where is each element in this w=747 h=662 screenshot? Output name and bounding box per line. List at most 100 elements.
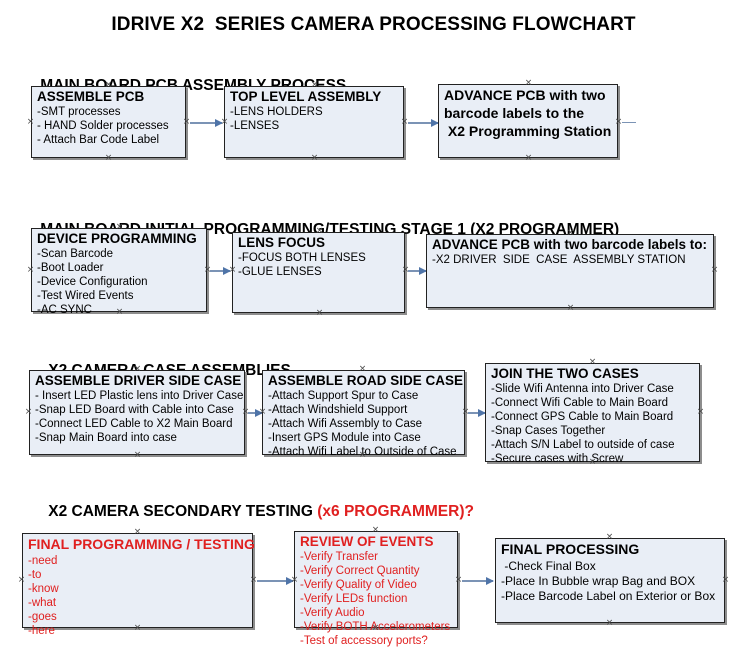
box-line-overflow: -Test of accessory ports? bbox=[300, 635, 428, 647]
box-line: -Attach S/N Label to outside of case bbox=[491, 439, 675, 451]
resize-handle-bottom[interactable] bbox=[358, 451, 367, 460]
connector-arrow-device-to-lensfocus bbox=[210, 266, 231, 275]
resize-handle-top[interactable] bbox=[524, 79, 533, 88]
box-line: -LENS HOLDERS bbox=[230, 106, 323, 118]
process-box-top-level-assembly[interactable]: TOP LEVEL ASSEMBLY -LENS HOLDERS -LENSES bbox=[224, 86, 404, 158]
resize-handle-bottom[interactable] bbox=[133, 451, 142, 460]
resize-handle-top[interactable] bbox=[605, 533, 614, 542]
box-line: -Check Final Box bbox=[501, 559, 596, 573]
resize-handle-bottom[interactable] bbox=[310, 154, 319, 163]
box-line: -Snap LED Board with Cable into Case bbox=[35, 404, 234, 416]
box-line: X2 Programming Station bbox=[444, 123, 612, 139]
process-box-device-programming[interactable]: DEVICE PROGRAMMING -Scan Barcode -Boot L… bbox=[31, 228, 207, 316]
box-line: -Attach Wifi Assembly to Case bbox=[268, 418, 423, 430]
resize-handle-left[interactable] bbox=[228, 266, 237, 275]
process-box-advance-pcb-driver-side-case[interactable]: ADVANCE PCB with two barcode labels to: … bbox=[426, 234, 714, 308]
box-line: -Insert GPS Module into Case bbox=[268, 432, 421, 444]
resize-handle-top[interactable] bbox=[358, 365, 367, 374]
resize-handle-left[interactable] bbox=[26, 266, 35, 275]
resize-handle-bottom[interactable] bbox=[524, 154, 533, 163]
box-line: -LENSES bbox=[230, 120, 280, 132]
box-title: LENS FOCUS bbox=[238, 235, 326, 250]
process-box-review-of-events[interactable]: REVIEW OF EVENTS -Verify Transfer -Verif… bbox=[294, 531, 458, 647]
box-line: -Verify LEDs function bbox=[300, 593, 408, 605]
box-line: -Attach Support Spur to Case bbox=[268, 390, 419, 402]
connector-arrow-assemble-to-toplevel bbox=[190, 118, 223, 127]
process-box-final-programming-testing[interactable]: FINAL PROGRAMMING / TESTING -need -to -k… bbox=[22, 533, 255, 637]
resize-handle-left[interactable] bbox=[258, 408, 267, 417]
box-title: ADVANCE PCB with two barcode labels to: bbox=[432, 237, 708, 252]
process-box-join-the-two-cases[interactable]: JOIN THE TWO CASES -Slide Wifi Antenna i… bbox=[485, 363, 700, 465]
connector-arrow-road-to-join bbox=[468, 408, 486, 417]
resize-handle-bottom[interactable] bbox=[133, 624, 142, 633]
connector-stub-right bbox=[622, 122, 636, 123]
resize-handle-left[interactable] bbox=[17, 576, 26, 585]
resize-handle-top[interactable] bbox=[371, 526, 380, 535]
box-title: FINAL PROCESSING bbox=[501, 541, 640, 557]
box-line: -Device Configuration bbox=[37, 276, 148, 288]
resize-handle-bottom[interactable] bbox=[371, 624, 380, 633]
box-line: -Attach Wifi Label to Outside of Case bbox=[268, 446, 457, 458]
resize-handle-bottom[interactable] bbox=[104, 154, 113, 163]
process-box-assemble-road-side-case[interactable]: ASSEMBLE ROAD SIDE CASE -Attach Support … bbox=[262, 370, 465, 458]
box-line: -Test Wired Events bbox=[37, 290, 134, 302]
resize-handle-bottom[interactable] bbox=[115, 308, 124, 317]
page-title: IDRIVE X2 SERIES CAMERA PROCESSING FLOWC… bbox=[111, 14, 636, 35]
resize-handle-top[interactable] bbox=[115, 223, 124, 232]
box-line: -Verify Quality of Video bbox=[300, 579, 417, 591]
resize-handle-right[interactable] bbox=[696, 408, 705, 417]
box-line: -to bbox=[28, 569, 42, 581]
resize-handle-bottom[interactable] bbox=[588, 458, 597, 467]
box-line: - Attach Bar Code Label bbox=[37, 134, 160, 146]
box-line: -Connect Wifi Cable to Main Board bbox=[491, 397, 669, 409]
resize-handle-top[interactable] bbox=[588, 358, 597, 367]
resize-handle-right[interactable] bbox=[710, 266, 719, 275]
resize-handle-left[interactable] bbox=[26, 118, 35, 127]
box-title: DEVICE PROGRAMMING bbox=[37, 231, 197, 246]
resize-handle-top[interactable] bbox=[310, 81, 319, 90]
box-line: -here bbox=[28, 625, 55, 637]
box-line: -Verify Transfer bbox=[300, 551, 378, 563]
box-line: -Verify Audio bbox=[300, 607, 365, 619]
process-box-advance-pcb-programming-station[interactable]: ADVANCE PCB with two barcode labels to t… bbox=[438, 84, 618, 158]
process-box-assemble-pcb[interactable]: ASSEMBLE PCB -SMT processes - HAND Solde… bbox=[31, 86, 186, 158]
box-line: -Verify BOTH Accelerometers bbox=[300, 621, 451, 633]
resize-handle-bottom[interactable] bbox=[605, 619, 614, 628]
connector-arrow-toplevel-to-advance bbox=[408, 118, 439, 127]
connector-arrow-final-to-review bbox=[257, 576, 294, 585]
box-line: -X2 DRIVER SIDE CASE ASSEMBLY STATION bbox=[432, 254, 686, 266]
box-title: FINAL PROGRAMMING / TESTING bbox=[28, 536, 255, 552]
resize-handle-top[interactable] bbox=[315, 227, 324, 236]
box-line: barcode labels to the bbox=[444, 105, 585, 121]
box-line: -Boot Loader bbox=[37, 262, 104, 274]
box-line: -SMT processes bbox=[37, 106, 121, 118]
box-title: ASSEMBLE ROAD SIDE CASE bbox=[268, 373, 464, 388]
resize-handle-top[interactable] bbox=[133, 528, 142, 537]
box-line: -AC SYNC bbox=[37, 304, 92, 316]
box-line: -Snap Cases Together bbox=[491, 425, 606, 437]
resize-handle-top[interactable] bbox=[566, 229, 575, 238]
resize-handle-bottom[interactable] bbox=[315, 309, 324, 318]
box-line: -Verify Correct Quantity bbox=[300, 565, 420, 577]
resize-handle-left[interactable] bbox=[220, 118, 229, 127]
resize-handle-left[interactable] bbox=[290, 576, 299, 585]
connector-arrow-review-to-final-processing bbox=[462, 576, 494, 585]
resize-handle-top[interactable] bbox=[133, 365, 142, 374]
resize-handle-left[interactable] bbox=[24, 408, 33, 417]
resize-handle-bottom[interactable] bbox=[566, 304, 575, 313]
process-box-final-processing[interactable]: FINAL PROCESSING -Check Final Box -Place… bbox=[495, 538, 725, 623]
box-title: ASSEMBLE DRIVER SIDE CASE bbox=[35, 373, 242, 388]
box-line: -GLUE LENSES bbox=[238, 266, 322, 278]
box-title: ASSEMBLE PCB bbox=[37, 89, 145, 104]
process-box-lens-focus[interactable]: LENS FOCUS -FOCUS BOTH LENSES -GLUE LENS… bbox=[232, 232, 405, 313]
process-box-assemble-driver-side-case[interactable]: ASSEMBLE DRIVER SIDE CASE - Insert LED P… bbox=[29, 370, 245, 455]
resize-handle-right[interactable] bbox=[721, 576, 730, 585]
box-line: -Connect LED Cable to X2 Main Board bbox=[35, 418, 233, 430]
box-line: -Place Barcode Label on Exterior or Box bbox=[501, 589, 716, 603]
box-line: -Snap Main Board into case bbox=[35, 432, 177, 444]
resize-handle-top[interactable] bbox=[104, 81, 113, 90]
box-title: REVIEW OF EVENTS bbox=[300, 534, 434, 549]
box-line: -Scan Barcode bbox=[37, 248, 114, 260]
box-title: TOP LEVEL ASSEMBLY bbox=[230, 89, 382, 104]
